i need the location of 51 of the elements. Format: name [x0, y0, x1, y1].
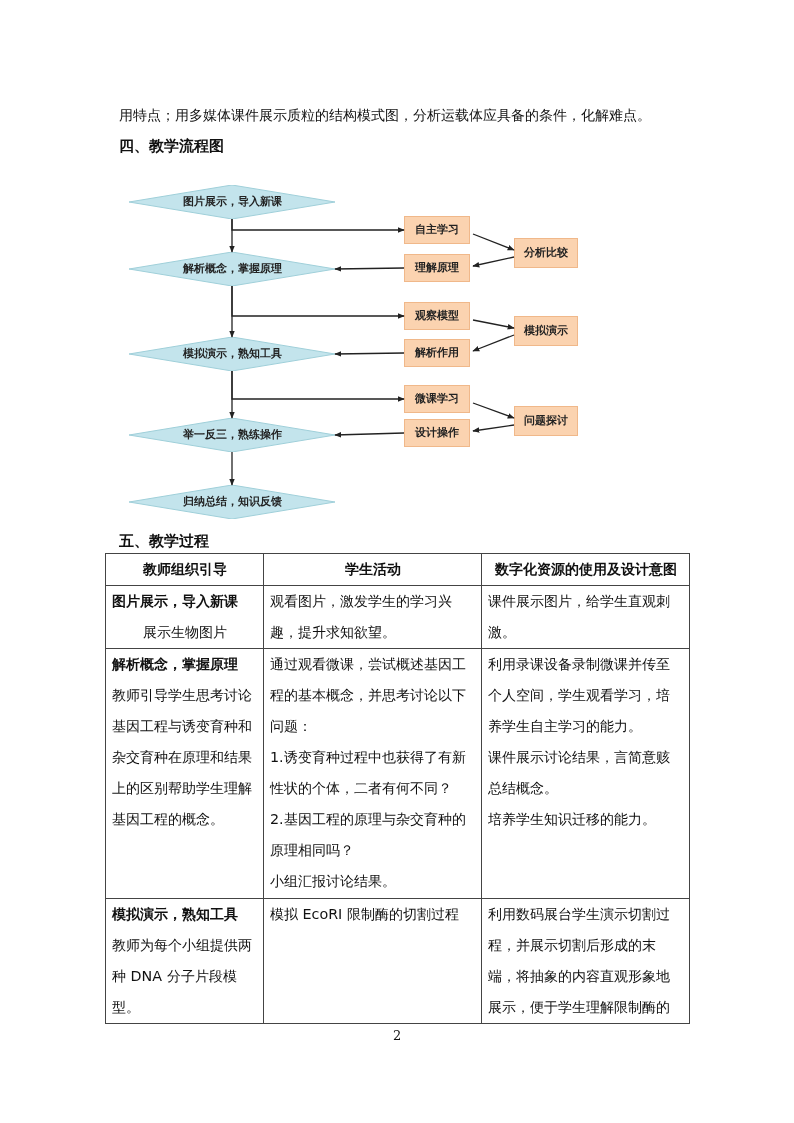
- process-box: 自主学习: [404, 216, 470, 244]
- cell-text: 通过观看微课，尝试概述基因工程的基本概念，并思考讨论以下问题：: [270, 655, 467, 736]
- cell-text: 模拟 EcoRI 限制酶的切割过程: [270, 905, 460, 924]
- arrow: [472, 319, 515, 330]
- paragraph-text: 用特点；用多媒体课件展示质粒的结构模式图，分析运载体应具备的条件，化解难点。: [119, 106, 651, 125]
- cell-text: 教师为每个小组提供两种 DNA 分子片段模型。: [112, 936, 253, 1017]
- column-header: 学生活动: [343, 560, 402, 579]
- page-number: 2: [393, 1028, 402, 1043]
- arrow: [334, 432, 405, 438]
- cell-text: 课件展示图片，给学生直观刺激。: [488, 592, 671, 642]
- cell-text: 1.诱变育种过程中也获得了有新性状的个体，二者有何不同？: [270, 748, 467, 798]
- cell-text: 课件展示讨论结果，言简意赅总结概念。: [488, 748, 671, 798]
- arrow: [472, 402, 515, 419]
- process-box: 解析作用: [404, 339, 470, 367]
- arrow: [472, 424, 515, 433]
- cell-text: 利用录课设备录制微课并传至个人空间，学生观看学习，培养学生自主学习的能力。: [488, 655, 671, 736]
- decision-diamond: 解析概念，掌握原理: [129, 252, 335, 286]
- decision-diamond: 模拟演示，熟知工具: [129, 337, 335, 371]
- arrow: [334, 351, 405, 357]
- column-header: 数字化资源的使用及设计意图: [493, 560, 678, 579]
- process-box: 问题探讨: [514, 406, 578, 436]
- arrow: [231, 218, 405, 233]
- cell-text: 教师引导学生思考讨论基因工程与诱变育种和杂交育种在原理和结果上的区别帮助学生理解基因工程的概念。: [112, 686, 253, 829]
- arrow: [472, 233, 515, 251]
- process-box: 分析比较: [514, 238, 578, 268]
- arrow: [231, 370, 405, 402]
- arrow: [231, 285, 405, 319]
- cell-text: 观看图片，激发学生的学习兴趣，提升求知欲望。: [270, 592, 453, 642]
- cell-heading: 解析概念，掌握原理: [112, 655, 239, 674]
- cell-heading: 模拟演示，熟知工具: [112, 905, 239, 924]
- section-heading: 四、教学流程图: [119, 137, 224, 156]
- column-header: 教师组织引导: [141, 560, 228, 579]
- cell-text: 利用数码展台学生演示切割过程，并展示切割后形成的末端，将抽象的内容直观形象地展示，便于学生理解限制酶的: [488, 905, 671, 1017]
- decision-diamond: 归纳总结，知识反馈: [129, 485, 335, 519]
- cell-text: 2.基因工程的原理与杂交育种的原理相同吗？: [270, 810, 467, 860]
- arrow: [229, 451, 235, 486]
- cell-text: 培养学生知识迁移的能力。: [488, 810, 657, 829]
- process-box: 微课学习: [404, 385, 470, 413]
- arrow: [472, 334, 515, 352]
- section-heading: 五、教学过程: [119, 532, 209, 551]
- arrow: [334, 266, 405, 272]
- process-box: 设计操作: [404, 419, 470, 447]
- cell-heading: 图片展示，导入新课: [112, 592, 239, 611]
- cell-text: 小组汇报讨论结果。: [270, 872, 397, 891]
- process-box: 模拟演示: [514, 316, 578, 346]
- decision-diamond: 图片展示，导入新课: [129, 185, 335, 219]
- process-box: 观察模型: [404, 302, 470, 330]
- arrow: [472, 256, 515, 268]
- decision-diamond: 举一反三，熟练操作: [129, 418, 335, 452]
- cell-text: 展示生物图片: [141, 623, 228, 642]
- process-box: 理解原理: [404, 254, 470, 282]
